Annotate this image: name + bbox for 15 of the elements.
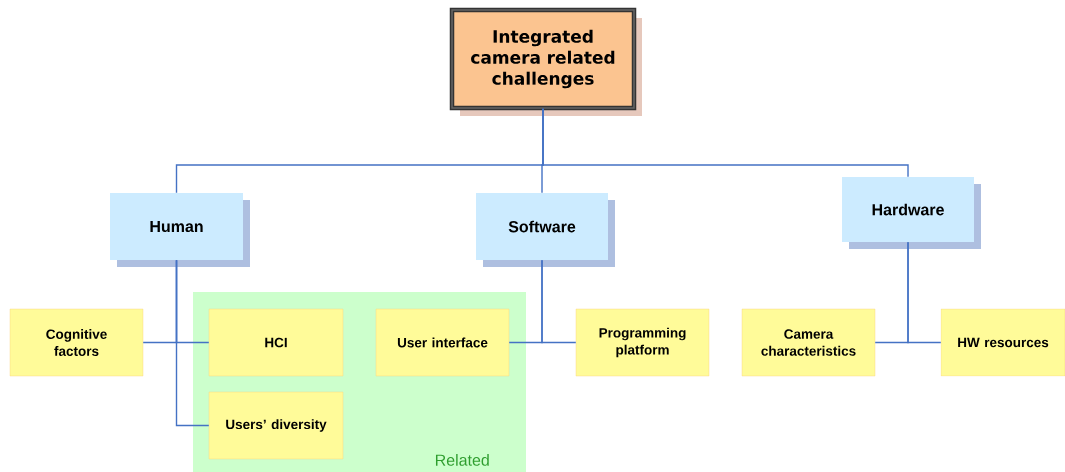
connector-line xyxy=(907,241,942,344)
category-box: Hardware xyxy=(842,177,981,249)
category-box: Software xyxy=(476,193,615,267)
connector-line xyxy=(541,259,577,344)
category-box: Human xyxy=(110,193,250,267)
item-box: Cognitive factors xyxy=(9,308,144,377)
item-box: Users’ diversity xyxy=(208,391,344,460)
item-box: User interface xyxy=(375,308,510,377)
item-box: HCI xyxy=(208,308,344,377)
item-box: HW resources xyxy=(940,308,1065,377)
item-box: Programming platform xyxy=(575,308,710,377)
title-box: Integrated camera related challenges xyxy=(449,7,642,116)
item-box: Camera characteristics xyxy=(741,308,876,377)
connector-line xyxy=(175,259,210,427)
connector-line xyxy=(542,108,909,178)
